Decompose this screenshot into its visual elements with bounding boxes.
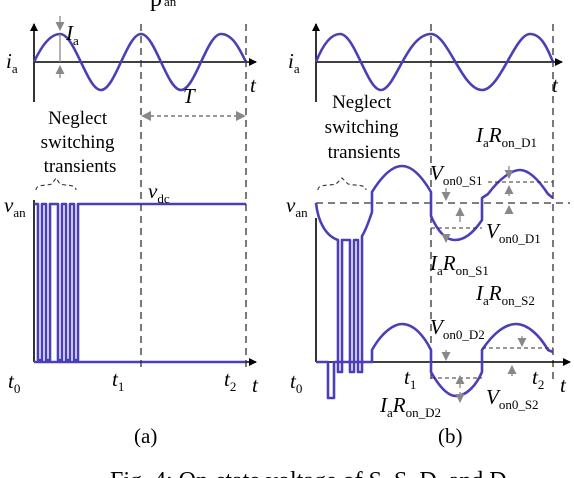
period-arrow-left-head bbox=[141, 111, 151, 121]
right-current-waveform bbox=[314, 32, 555, 92]
left-dc-label: vdc bbox=[148, 179, 170, 206]
right-t0-label: t0 bbox=[290, 369, 302, 396]
panel-a: ia t Ia T Neglect switching transients v… bbox=[4, 16, 259, 448]
left-current-axis-label: ia bbox=[6, 49, 18, 76]
label-ia-ron-s1: IaRon_S1 bbox=[429, 251, 489, 278]
left-t0-label: t0 bbox=[8, 369, 20, 396]
label-ia-ron-d2: IaRon_D2 bbox=[379, 393, 441, 420]
right-current-axis-label: ia bbox=[288, 49, 300, 76]
caption-top-fragment: pan bbox=[150, 0, 177, 12]
panel-b-label: (b) bbox=[438, 424, 463, 448]
left-t1-label: t1 bbox=[112, 367, 124, 394]
left-note: Neglect switching transients bbox=[41, 108, 120, 177]
left-voltage-axis-label: van bbox=[4, 193, 26, 220]
label-von0-d2: Von0_D2 bbox=[430, 315, 485, 342]
left-voltage-time-label: t bbox=[252, 373, 259, 397]
left-voltage-waveform bbox=[34, 202, 246, 362]
right-current-time-label: t bbox=[552, 73, 559, 97]
left-current-time-label: t bbox=[250, 73, 257, 97]
label-von0-d1: Von0_D1 bbox=[486, 219, 541, 246]
figure-caption: Fig. 4: On-state voltage of S, S, D, and… bbox=[110, 468, 507, 478]
label-von0-s2: Von0_S2 bbox=[486, 385, 539, 412]
left-note-brace bbox=[35, 177, 77, 191]
right-t2-label: t2 bbox=[532, 365, 544, 392]
right-note-brace bbox=[317, 177, 367, 191]
right-lower-voltage-waveform bbox=[316, 322, 554, 400]
label-ia-ron-d1: IaRon_D1 bbox=[475, 123, 537, 150]
left-current-waveform bbox=[32, 32, 248, 92]
right-t1-label: t1 bbox=[404, 365, 416, 392]
amplitude-label: Ia bbox=[65, 21, 79, 48]
right-voltage-axis-label: van bbox=[286, 193, 308, 220]
panel-b: ia t Neglect switching transients van bbox=[286, 23, 571, 448]
period-arrow-right-head bbox=[236, 111, 246, 121]
label-von0-s1: Von0_S1 bbox=[430, 161, 483, 188]
panel-a-label: (a) bbox=[134, 424, 157, 448]
right-note: Neglect switching transients bbox=[325, 92, 404, 163]
label-ia-ron-s2: IaRon_S2 bbox=[475, 281, 535, 308]
left-t2-label: t2 bbox=[224, 367, 236, 394]
right-voltage-time-label: t bbox=[560, 373, 567, 397]
period-label: T bbox=[183, 84, 196, 108]
